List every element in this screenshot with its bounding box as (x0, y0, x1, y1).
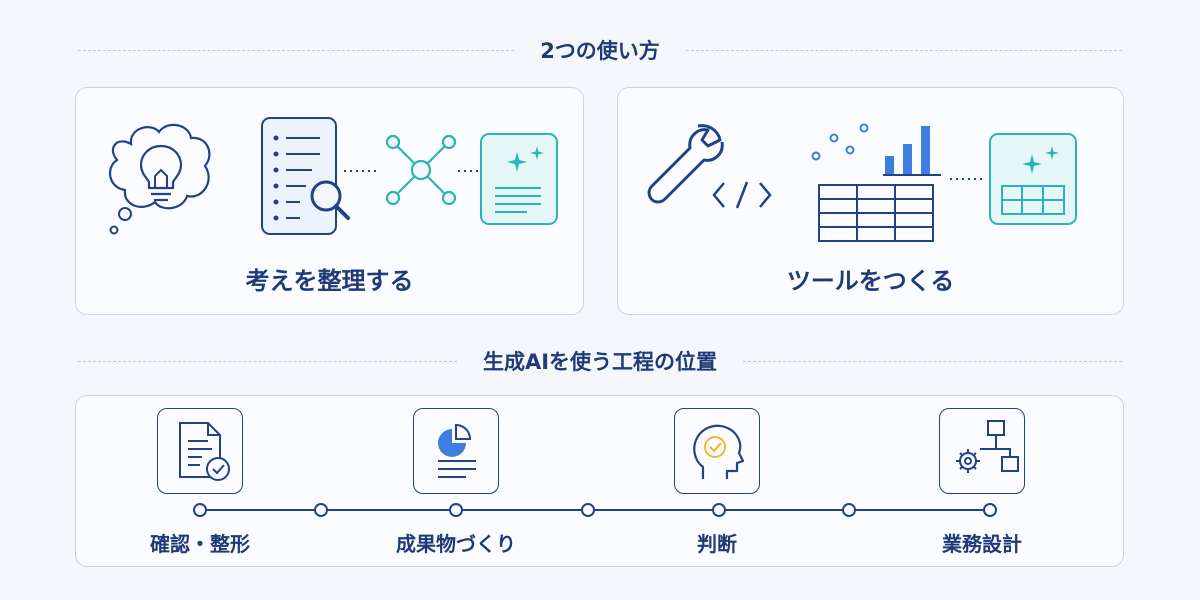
data-dots-icon (811, 123, 869, 161)
thought-bubble-lightbulb-icon (108, 123, 211, 235)
card-build-tools: ツールをつくる (617, 87, 1124, 315)
section-title-process: 生成AIを使う工程の位置 (482, 350, 718, 374)
gear-flowchart-icon (956, 420, 1019, 473)
divider (78, 360, 457, 362)
sparkle-document-icon (480, 133, 558, 225)
divider (78, 49, 515, 51)
document-check-icon (179, 422, 230, 481)
timeline-node (983, 503, 997, 517)
timeline-node (581, 503, 595, 517)
document-search-icon (261, 117, 350, 235)
dotted-connector (950, 178, 986, 180)
network-hub-icon (385, 134, 457, 206)
bar-chart-icon (883, 126, 941, 176)
wrench-icon (647, 124, 724, 204)
card-label-organize: 考えを整理する (245, 267, 414, 295)
stage-label-judgment: 判断 (697, 532, 737, 556)
stage-box-confirm (157, 408, 243, 494)
stage-box-deliverables (413, 408, 499, 494)
card-organize-thoughts: 考えを整理する (75, 87, 584, 315)
timeline-node (449, 503, 463, 517)
section-title-usage: 2つの使い方 (540, 39, 660, 63)
divider (743, 360, 1123, 362)
divider (685, 49, 1122, 51)
timeline-node (314, 503, 328, 517)
process-timeline-card: 確認・整形 成果物づくり 判断 (75, 395, 1124, 567)
dotted-connector (344, 170, 380, 172)
report-pie-chart-icon (438, 423, 476, 478)
code-icon (712, 181, 772, 209)
stage-label-process-design: 業務設計 (942, 532, 1022, 556)
card-label-build: ツールをつくる (786, 267, 955, 295)
stage-box-judgment (674, 408, 760, 494)
head-check-icon (693, 424, 745, 479)
timeline-node (842, 503, 856, 517)
timeline-node (193, 503, 207, 517)
stage-label-deliverables: 成果物づくり (396, 532, 516, 556)
dotted-connector (458, 170, 484, 172)
section-header-usage: 2つの使い方 (78, 38, 1122, 63)
stage-label-confirm: 確認・整形 (150, 532, 250, 556)
section-header-process: 生成AIを使う工程の位置 (78, 349, 1123, 374)
stage-box-process-design (939, 408, 1025, 494)
table-grid-icon (818, 184, 934, 242)
timeline-node (712, 503, 726, 517)
timeline (193, 503, 997, 517)
sparkle-table-icon (989, 133, 1077, 225)
